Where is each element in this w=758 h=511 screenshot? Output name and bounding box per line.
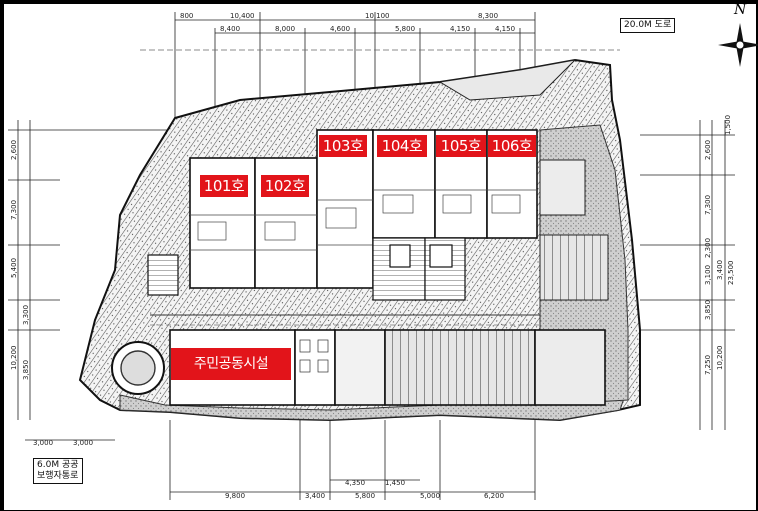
parking-bays-upper-east [539,159,586,216]
dimension-label: 3,400 [716,260,724,280]
unit-label-101: 101호 [200,175,248,197]
dimension-label: 4,150 [495,25,515,33]
unit-label-102: 102호 [261,175,309,197]
vertical-dimension-text: 2,600 7,300 5,400 3,300 10,200 3,850 1,5… [10,115,735,380]
dimension-label: 6,200 [484,492,504,500]
lower-block [169,329,606,406]
dimension-label: 7,300 [10,200,18,220]
road-label-bottom-line2: 보행자통로 [37,471,79,481]
road-label-bottom: 6.0M 공공 보행자통로 [33,458,83,484]
dimension-label: 10,100 [365,12,390,20]
dimension-label: 5,800 [355,492,375,500]
dimension-label: 2,600 [704,140,712,160]
dimension-label: 10,400 [230,12,255,20]
dimension-label: 8,400 [220,25,240,33]
dimension-label: 3,000 [73,439,93,447]
bottom-dimension-lines [25,420,536,500]
north-entrance-ramp [438,59,577,101]
dimension-label: 7,250 [704,355,712,375]
unit-label-103: 103호 [319,135,367,157]
dimension-label: 3,400 [305,492,325,500]
road-label-top: 20.0M 도로 [620,18,676,33]
dimension-label: 1,450 [385,479,405,487]
unit-interior-lines [190,189,537,251]
dimension-label: 2,600 [10,140,18,160]
paved-walkway [119,394,626,421]
dimension-label: 800 [180,12,193,20]
dimension-label: 3,100 [704,265,712,285]
dimension-label: 3,850 [704,300,712,320]
unit-label-106: 106호 [488,135,536,157]
dimension-label: 5,400 [10,258,18,278]
dimension-label: 8,300 [478,12,498,20]
dimension-label: 5,800 [395,25,415,33]
dimension-label: 1,500 [724,115,732,135]
dimension-label: 10,200 [716,346,724,371]
dimension-label: 3,000 [33,439,53,447]
unit-label-104: 104호 [377,135,427,157]
unit-label-105: 105호 [436,135,486,157]
side-dimension-lines [8,120,735,430]
dimension-label: 3,300 [22,305,30,325]
dimension-text: 800 10,400 10,100 8,300 8,400 8,000 4,60… [33,12,515,500]
dimension-label: 7,300 [704,195,712,215]
dimension-label: 10,200 [10,346,18,371]
parking-bays-east [539,234,609,301]
toilet-fixtures [299,339,329,373]
dimension-label: 4,600 [330,25,350,33]
dimension-label: 2,300 [704,238,712,258]
dimension-label: 8,000 [275,25,295,33]
compass-icon [718,23,758,67]
dimension-label: 23,500 [727,261,735,286]
community-facility-label: 주민공동시설 [171,348,291,380]
dimension-label: 5,000 [420,492,440,500]
road-label-bottom-line1: 6.0M 공공 [37,460,79,470]
dimension-label: 4,350 [345,479,365,487]
core-stairs [147,237,466,301]
dimension-label: 9,800 [225,492,245,500]
dimension-label: 3,850 [22,360,30,380]
north-label: N [734,2,747,18]
dimension-label: 4,150 [450,25,470,33]
round-planter [111,341,165,395]
